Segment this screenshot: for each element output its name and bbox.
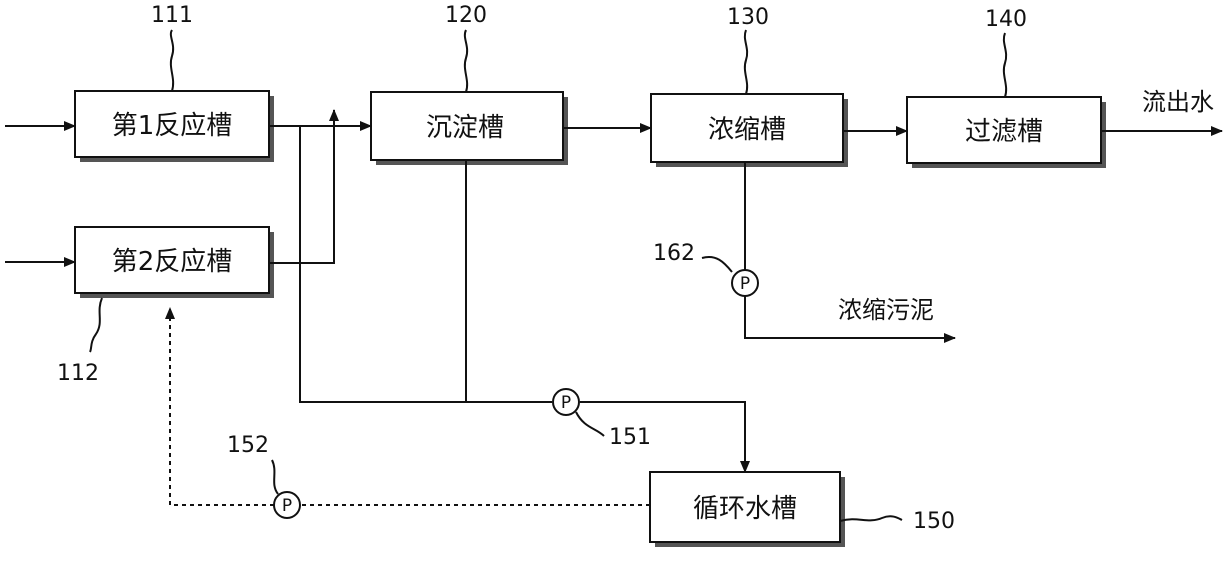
filtration-tank-label: 过滤槽 — [965, 117, 1043, 147]
pump-152-symbol: P — [282, 496, 292, 516]
leader-112 — [89, 297, 103, 353]
filtration-tank-box: 过滤槽 — [906, 96, 1106, 168]
reactor2-to-settling-arrow — [269, 109, 339, 264]
leader-140 — [1002, 32, 1008, 98]
pump-151-symbol: P — [561, 393, 571, 413]
recirculation-tank-box: 循环水槽 — [649, 471, 845, 547]
ref-140: 140 — [985, 7, 1027, 32]
reactor1-box: 第1反应槽 — [74, 90, 274, 162]
ref-162: 162 — [653, 241, 695, 266]
leader-120 — [463, 29, 469, 93]
ref-152: 152 — [227, 433, 269, 458]
pump151-to-recirculation-arrow — [580, 401, 750, 473]
pump-151: P — [552, 388, 580, 416]
reactor2-label: 第2反应槽 — [112, 247, 233, 277]
reactor2-box: 第2反应槽 — [74, 226, 274, 298]
leader-162 — [701, 256, 733, 273]
settling-tank-label: 沉淀槽 — [426, 113, 504, 143]
leader-150 — [839, 515, 903, 522]
leader-130 — [743, 29, 749, 95]
thickened-sludge-arrow — [744, 296, 956, 343]
leader-151 — [575, 411, 605, 437]
pump-152: P — [273, 491, 301, 519]
ref-151: 151 — [609, 425, 651, 450]
leader-111 — [169, 29, 175, 92]
pump-162-symbol: P — [740, 274, 750, 294]
ref-150: 150 — [913, 509, 955, 534]
recirculation-tank-label: 循环水槽 — [693, 494, 797, 524]
return-to-reactor2-arrow — [165, 307, 274, 506]
ref-120: 120 — [445, 3, 487, 28]
thickening-tank-label: 浓缩槽 — [708, 115, 786, 145]
reactor-bypass-line — [299, 126, 466, 403]
effluent-label: 流出水 — [1142, 88, 1214, 116]
ref-111: 111 — [151, 3, 193, 28]
leader-152 — [271, 459, 279, 495]
ref-112: 112 — [57, 361, 99, 386]
pump-162: P — [731, 269, 759, 297]
thickened-sludge-label: 浓缩污泥 — [838, 296, 934, 324]
settling-tank-box: 沉淀槽 — [370, 91, 568, 165]
ref-130: 130 — [727, 5, 769, 30]
thickening-tank-box: 浓缩槽 — [650, 93, 848, 167]
reactor1-label: 第1反应槽 — [112, 111, 233, 141]
